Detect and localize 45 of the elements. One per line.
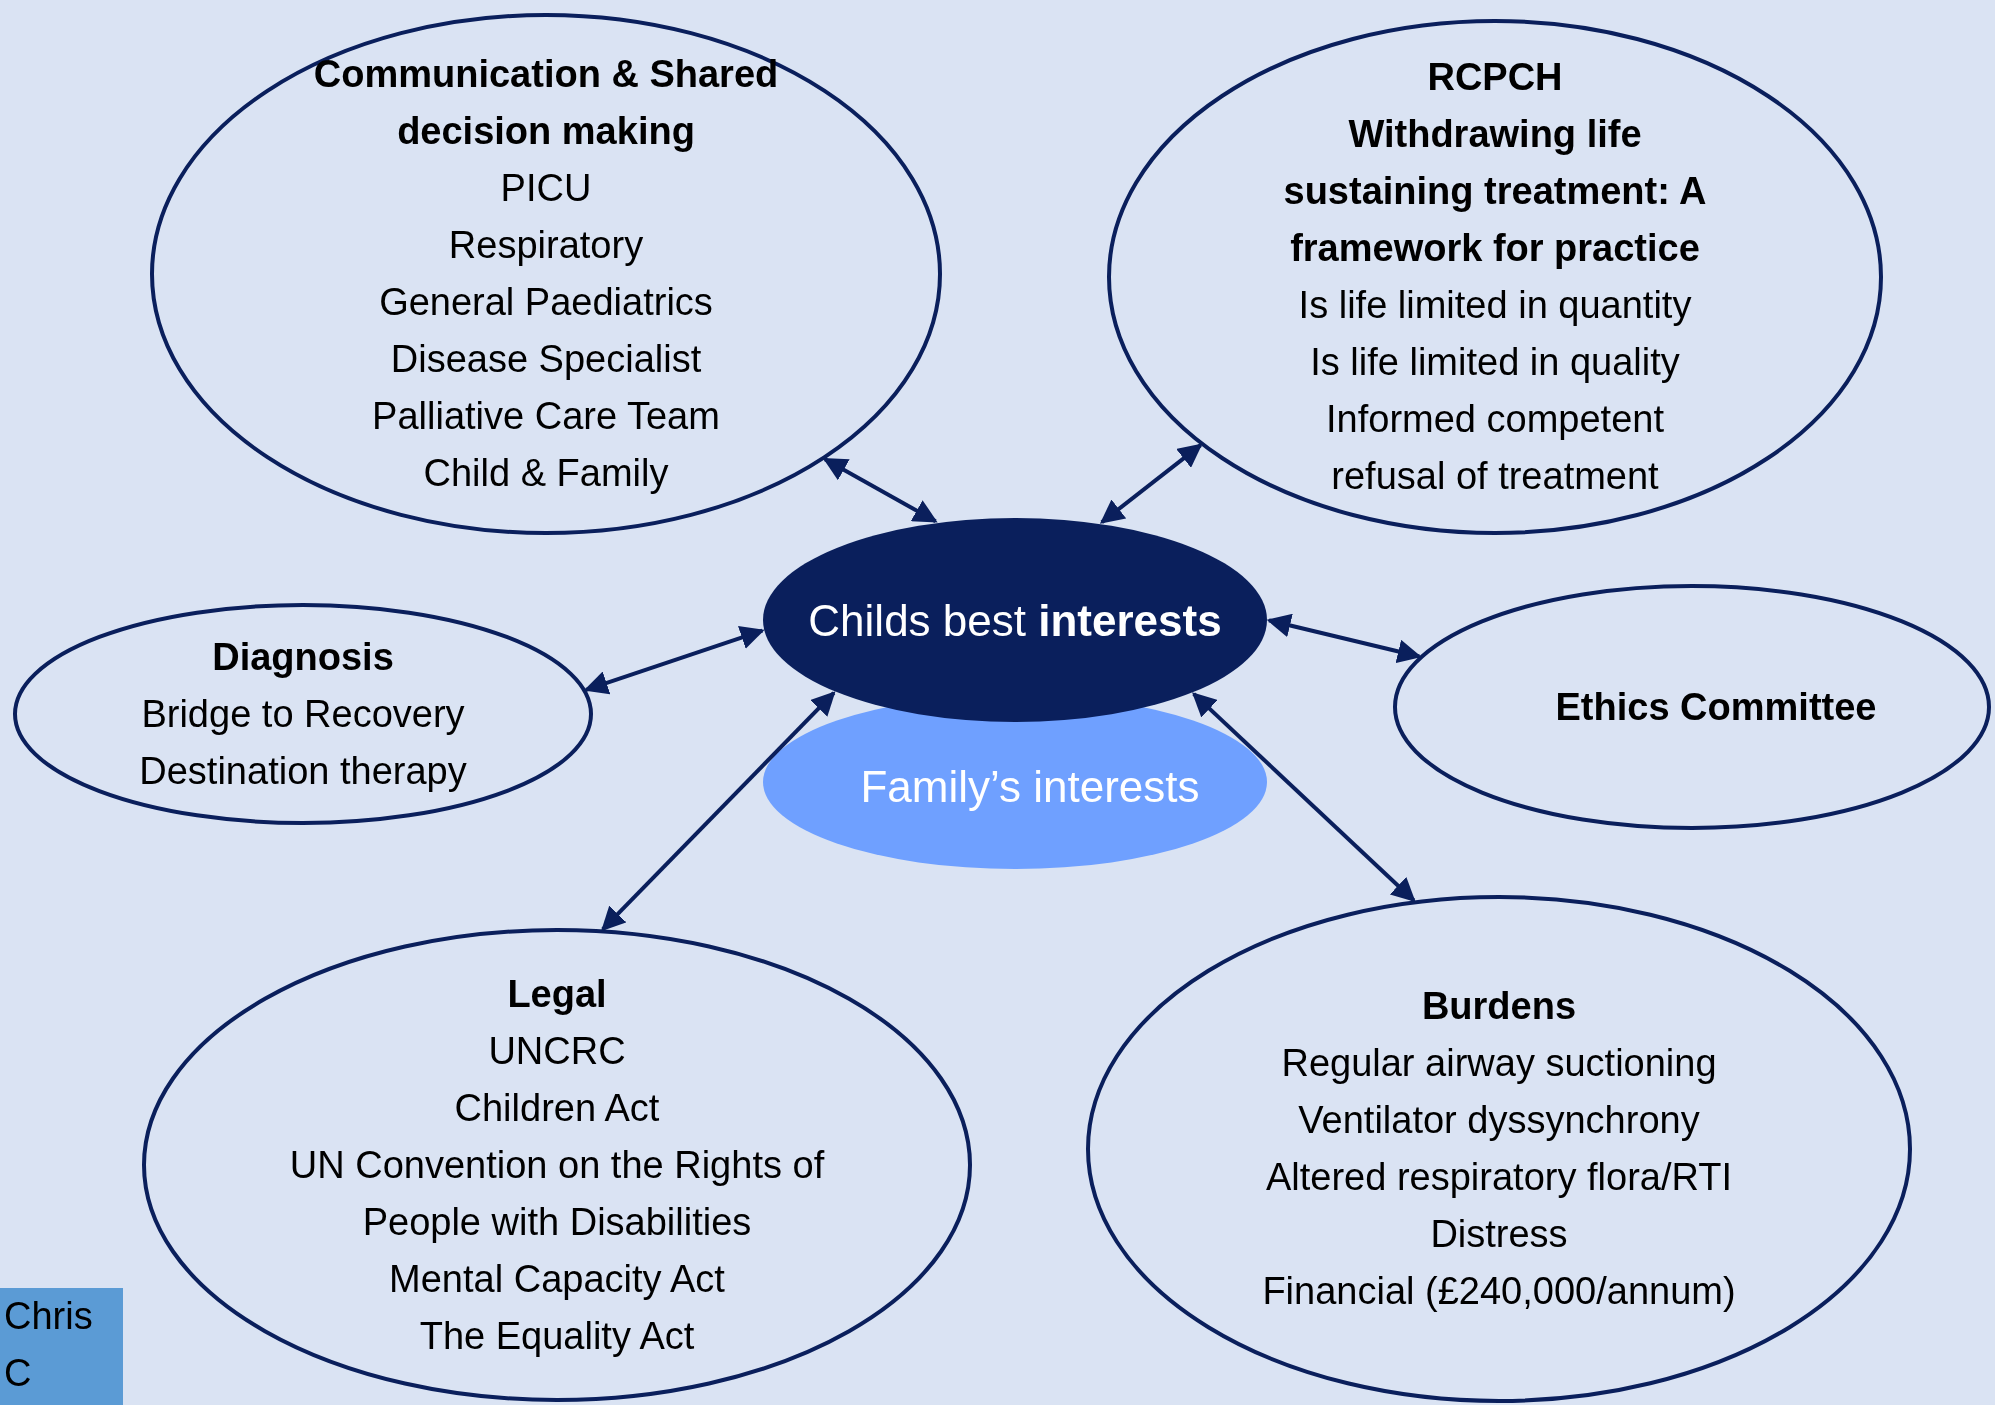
heading-text: Withdrawing life sustaining treatment: A framework for practice [1282, 112, 1708, 271]
topic-text: Childs best interests [807, 594, 1223, 647]
double-arrow [583, 626, 765, 695]
list-item: Disease Specialist [389, 337, 703, 382]
list-item: UNCRC [487, 1028, 627, 1074]
topic-ellipse [1086, 895, 1912, 1403]
list-item: Ventilator dyssynchrony [1297, 1098, 1701, 1143]
list-item: Palliative Care Team [371, 394, 721, 439]
heading-text: Diagnosis [211, 634, 395, 680]
list-item: Mental Capacity Act [388, 1256, 726, 1302]
topic-ellipse [1107, 19, 1883, 535]
list-item: Is life limited in quality [1309, 340, 1681, 385]
list-item: Altered respiratory flora/RTI [1265, 1155, 1733, 1200]
list-item: UN Convention on the Rights of People with Disabilities [288, 1142, 826, 1245]
topic-ellipse [142, 928, 972, 1402]
double-arrow [1266, 613, 1422, 664]
heading-text: Communication & Shared decision making [312, 52, 780, 154]
double-arrow [1192, 692, 1416, 903]
double-arrow [822, 457, 938, 523]
topic-ellipse [150, 13, 942, 535]
topic-ellipse [761, 707, 1269, 871]
topic-ellipse [1393, 584, 1991, 830]
double-arrow [601, 691, 836, 932]
list-item: Financial (£240,000/annum) [1261, 1269, 1737, 1314]
list-item: Is life limited in quantity [1297, 283, 1693, 328]
list-item: General Paediatrics [378, 280, 714, 325]
list-item: Distress [1429, 1212, 1569, 1257]
topic-ellipse [13, 603, 593, 825]
list-item: PICU [499, 166, 593, 211]
heading-text: Ethics Committee [1554, 684, 1878, 730]
list-item: Regular airway suctioning [1280, 1041, 1718, 1086]
heading-text: Legal [506, 971, 608, 1017]
list-item: Child & Family [422, 451, 670, 496]
topic-text: Family’s interests [859, 760, 1201, 813]
list-item: The Equality Act [418, 1313, 696, 1359]
name-tag: Chris C [0, 1288, 123, 1405]
list-item: Informed competent refusal of treatment [1325, 397, 1665, 499]
list-item: Bridge to Recovery [140, 691, 466, 737]
list-item: Destination therapy [138, 748, 468, 794]
topic-ellipse [761, 516, 1269, 724]
heading-text: RCPCH [1426, 55, 1564, 100]
double-arrow [1099, 443, 1203, 524]
list-item: Children Act [453, 1085, 661, 1131]
heading-text: Burdens [1420, 984, 1578, 1029]
list-item: Respiratory [447, 223, 645, 268]
